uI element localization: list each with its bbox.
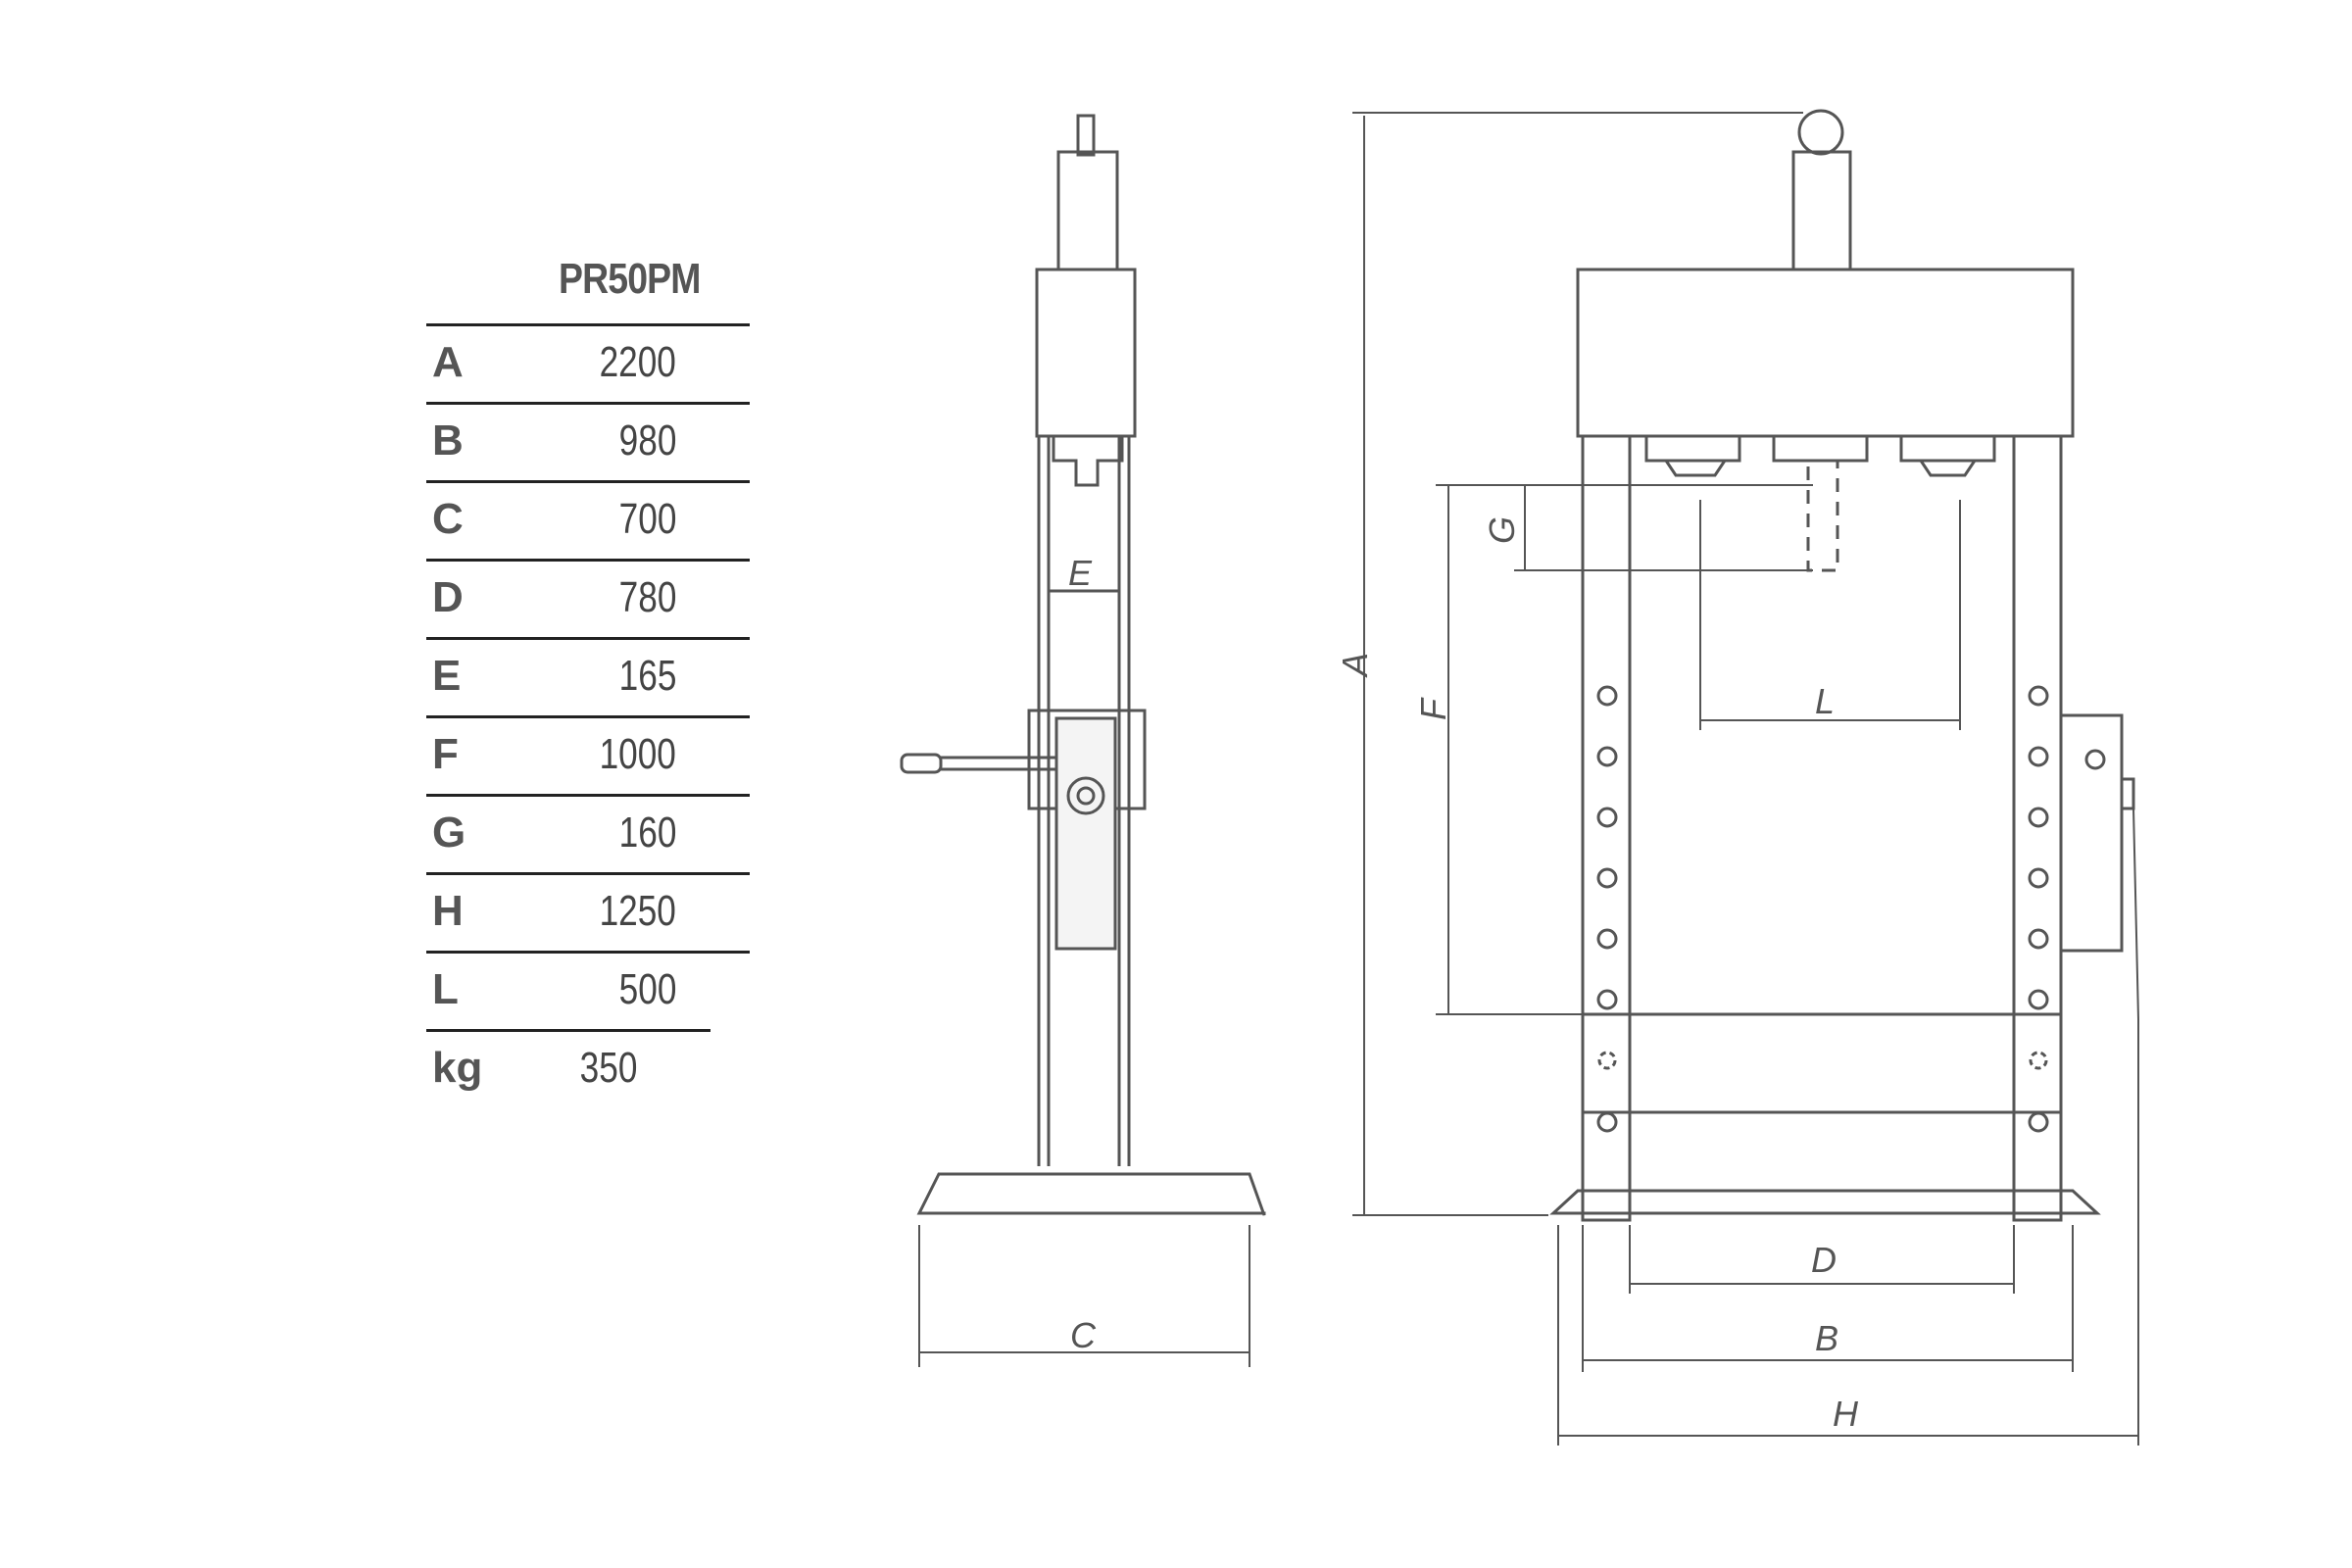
spec-key: C <box>432 495 464 543</box>
spec-row: L 500 <box>426 951 750 1032</box>
spec-value: 350 <box>579 1044 637 1092</box>
spec-value: 165 <box>618 652 676 700</box>
spec-row: F 1000 <box>426 715 750 797</box>
model-name: PR50PM <box>559 255 701 303</box>
spec-key: H <box>432 887 464 935</box>
spec-value: 2200 <box>599 338 676 386</box>
spec-row: D 780 <box>426 559 750 640</box>
spec-row: E 165 <box>426 637 750 718</box>
spec-row: G 160 <box>426 794 750 875</box>
spec-row: kg 350 <box>426 1029 710 1110</box>
dim-label-l: L <box>1815 681 1835 721</box>
spec-value: 980 <box>618 416 676 465</box>
spec-key: L <box>432 965 459 1013</box>
spec-value: 780 <box>618 573 676 621</box>
spec-key: G <box>432 808 466 857</box>
spec-row: A 2200 <box>426 323 750 405</box>
dim-label-f: F <box>1413 697 1453 720</box>
dim-label-b: B <box>1815 1318 1838 1358</box>
dim-label-d: D <box>1811 1240 1837 1280</box>
spec-key: F <box>432 730 459 778</box>
front-view: A <box>1335 109 2139 1446</box>
side-view: C E <box>900 114 1266 1367</box>
spec-value: 1250 <box>599 887 676 935</box>
spec-row: B 980 <box>426 402 750 483</box>
spec-key: A <box>432 338 464 386</box>
dim-label-c: C <box>1070 1315 1097 1355</box>
spec-key: B <box>432 416 464 465</box>
spec-key: D <box>432 573 464 621</box>
spec-value: 500 <box>618 965 676 1013</box>
dim-label-g: G <box>1482 516 1522 544</box>
spec-key: kg <box>432 1044 483 1092</box>
spec-value: 700 <box>618 495 676 543</box>
spec-row: C 700 <box>426 480 750 562</box>
spec-row: H 1250 <box>426 872 750 954</box>
dim-label-e: E <box>1068 553 1093 593</box>
spec-key: E <box>432 652 462 700</box>
spec-value: 160 <box>618 808 676 857</box>
dim-label-h: H <box>1833 1394 1859 1434</box>
spec-value: 1000 <box>599 730 676 778</box>
dim-label-a: A <box>1335 653 1375 678</box>
